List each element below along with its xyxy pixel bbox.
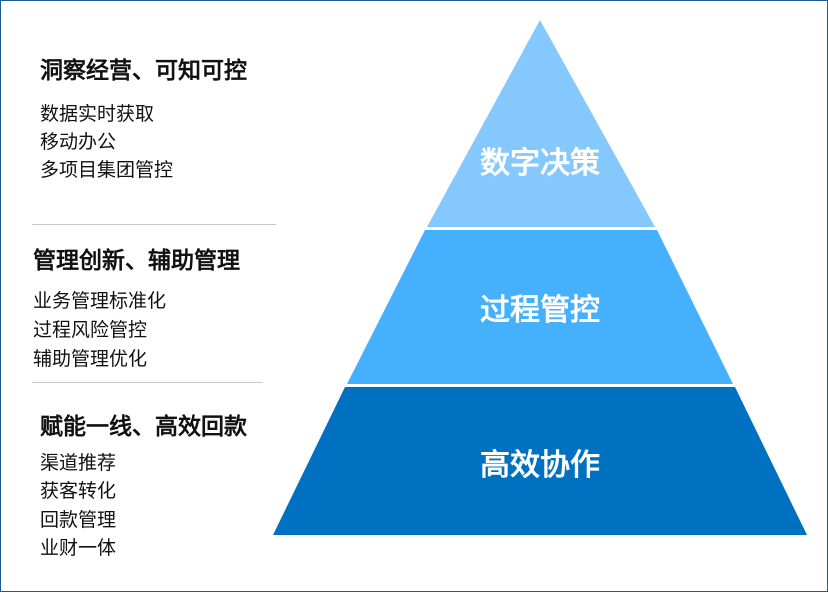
pyramid-tier-middle: [347, 230, 733, 384]
section-1-heading: 洞察经营、可知可控: [40, 57, 247, 83]
section-divider: [32, 382, 263, 383]
section-3-item: 回款管理: [40, 510, 117, 531]
section-2-item: 过程风险管控: [33, 320, 148, 341]
section-3-item: 渠道推荐: [40, 453, 117, 474]
pyramid-tier-top: [427, 20, 655, 227]
tier-middle-label: 过程管控: [480, 294, 600, 327]
section-1-item: 数据实时获取: [40, 104, 155, 125]
tier-bottom-label: 高效协作: [480, 449, 600, 482]
pyramid-tier-bottom: [273, 387, 807, 535]
section-2-heading: 管理创新、辅助管理: [33, 247, 240, 273]
section-3-item: 获客转化: [40, 481, 117, 502]
tier-top-label: 数字决策: [480, 146, 600, 180]
section-3-item: 业财一体: [40, 538, 117, 559]
section-1-item: 多项目集团管控: [40, 160, 174, 181]
section-2-item: 业务管理标准化: [33, 291, 167, 312]
section-divider: [32, 224, 276, 225]
section-2-item: 辅助管理优化: [33, 349, 148, 370]
section-3-heading: 赋能一线、高效回款: [40, 413, 247, 439]
section-1-item: 移动办公: [40, 132, 117, 153]
